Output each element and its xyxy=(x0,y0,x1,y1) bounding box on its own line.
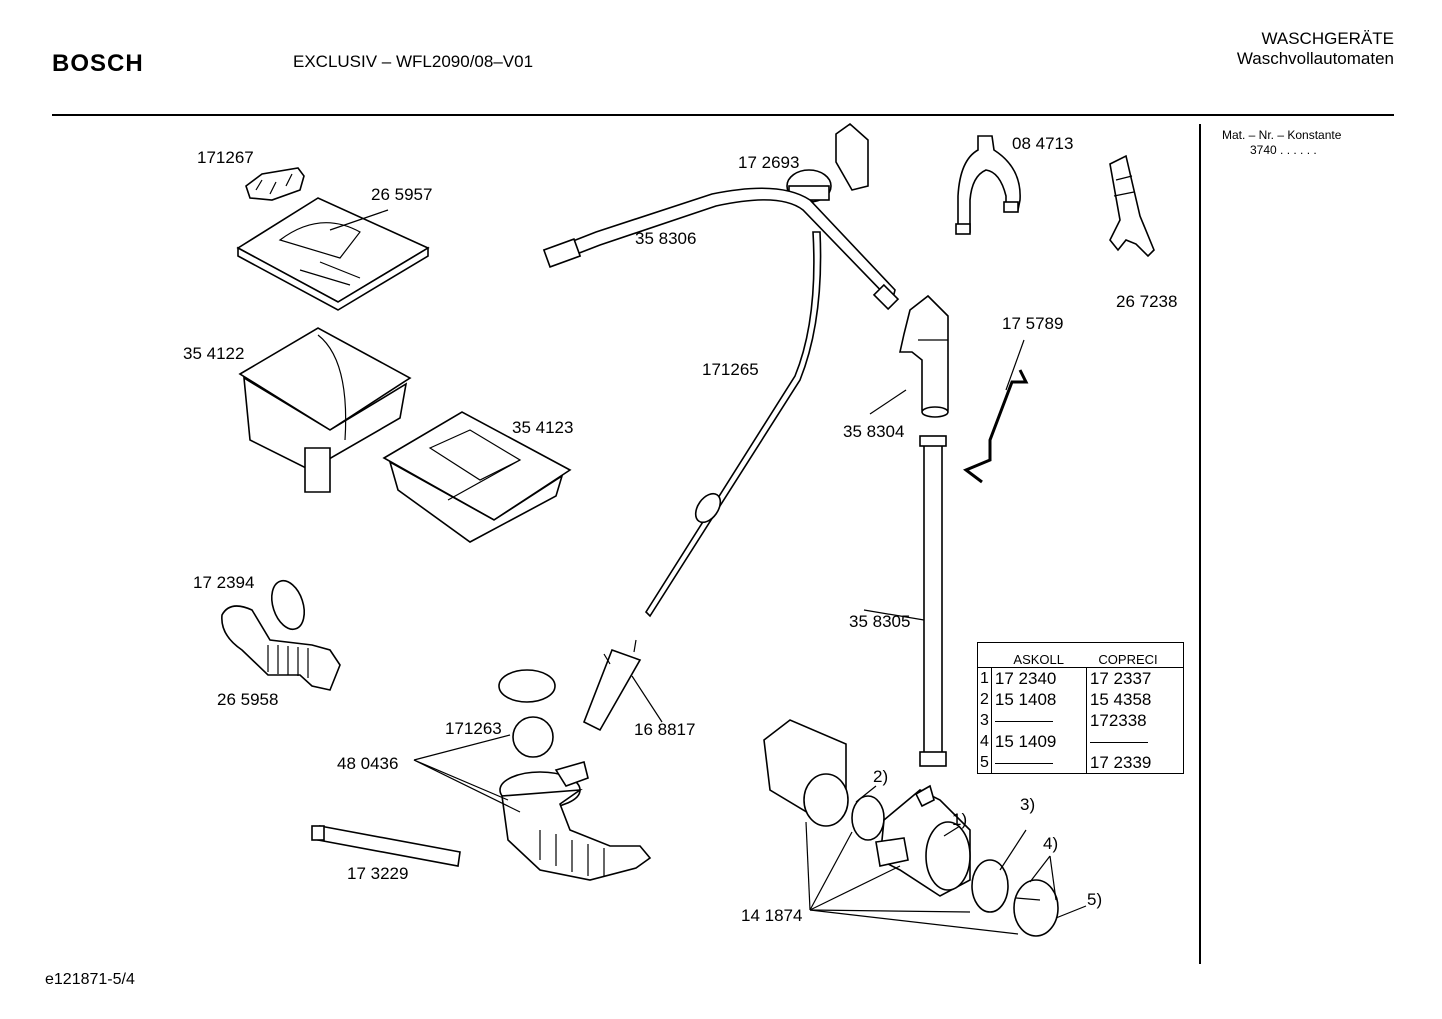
callout-2: 2) xyxy=(873,767,889,786)
callout-1: 1) xyxy=(952,810,968,829)
part-358304-drawing xyxy=(899,294,949,418)
table-row: 3 172338 xyxy=(977,710,1184,731)
part-084713-drawing xyxy=(955,135,1021,235)
part-480436-drawing xyxy=(499,761,652,881)
part-173229-drawing xyxy=(311,825,461,867)
empty-dash xyxy=(994,762,1053,764)
part-label-084713: 08 4713 xyxy=(1012,134,1074,153)
part-label-265958: 26 5958 xyxy=(217,690,279,709)
part-358305-drawing xyxy=(919,435,947,767)
part-label-173229: 17 3229 xyxy=(347,864,409,883)
header-copreci: COPRECI xyxy=(1086,642,1184,668)
header-divider xyxy=(52,114,1394,116)
part-label-267238: 26 7238 xyxy=(1116,292,1178,311)
part-label-265957: 26 5957 xyxy=(371,185,433,204)
part-label-358305: 35 8305 xyxy=(849,612,911,631)
part-label-172394: 17 2394 xyxy=(193,573,255,592)
leader-lines xyxy=(413,339,1087,935)
part-label-141874: 14 1874 xyxy=(741,906,803,925)
drawing-id: e121871-5/4 xyxy=(45,971,135,988)
part-label-358304: 35 8304 xyxy=(843,422,905,441)
part-label-171267: 171267 xyxy=(197,148,254,167)
part-label-354122: 35 4122 xyxy=(183,344,245,363)
part-168817-drawing xyxy=(582,639,642,732)
brand-logo: BOSCH xyxy=(52,50,144,77)
table-row: 1 17 2340 17 2337 xyxy=(977,667,1184,689)
part-label-171263: 171263 xyxy=(445,719,502,738)
part-172394-drawing xyxy=(270,579,306,631)
part-label-354123: 35 4123 xyxy=(512,418,574,437)
category-title: WASCHGERÄTE xyxy=(1261,29,1394,48)
part-265958-drawing xyxy=(221,605,341,691)
part-label-480436: 48 0436 xyxy=(337,754,399,773)
model-title: EXCLUSIV – WFL2090/08–V01 xyxy=(293,52,534,71)
part-358306-drawing xyxy=(542,187,900,311)
part-354123-drawing xyxy=(382,411,572,543)
part-label-172693: 17 2693 xyxy=(738,153,800,172)
part-354122-drawing xyxy=(238,327,412,493)
empty-dash xyxy=(1089,741,1148,743)
part-171265-drawing xyxy=(644,231,822,618)
part-171267-drawing xyxy=(245,167,305,201)
table-row: 5 17 2339 xyxy=(977,752,1184,774)
material-value: 3740 . . . . . . xyxy=(1250,143,1317,157)
part-265957-drawing xyxy=(236,197,430,311)
supplier-alternatives-table: ASKOLL COPRECI 1 17 2340 17 2337 2 15 14… xyxy=(977,642,1184,774)
empty-dash xyxy=(994,720,1053,722)
part-175789-drawing xyxy=(963,369,1029,484)
header-askoll: ASKOLL xyxy=(991,642,1087,668)
part-label-358306: 35 8306 xyxy=(635,229,697,248)
pump-assembly-drawing xyxy=(763,719,1059,937)
part-label-175789: 17 5789 xyxy=(1002,314,1064,333)
callout-3: 3) xyxy=(1020,795,1036,814)
subcategory-title: Waschvollautomaten xyxy=(1236,49,1394,68)
material-label: Mat. – Nr. – Konstante xyxy=(1222,128,1342,142)
part-label-168817: 16 8817 xyxy=(634,720,696,739)
callout-5: 5) xyxy=(1087,890,1103,909)
sidebar-divider xyxy=(1199,124,1201,964)
part-480436-ring-drawing xyxy=(498,669,556,703)
table-header-row: ASKOLL COPRECI xyxy=(977,642,1184,668)
part-171263-drawing xyxy=(512,716,554,758)
callout-4: 4) xyxy=(1043,834,1059,853)
table-row: 4 15 1409 xyxy=(977,731,1184,752)
table-row: 2 15 1408 15 4358 xyxy=(977,689,1184,710)
part-label-171265: 171265 xyxy=(702,360,759,379)
part-267238-drawing xyxy=(1109,154,1155,258)
